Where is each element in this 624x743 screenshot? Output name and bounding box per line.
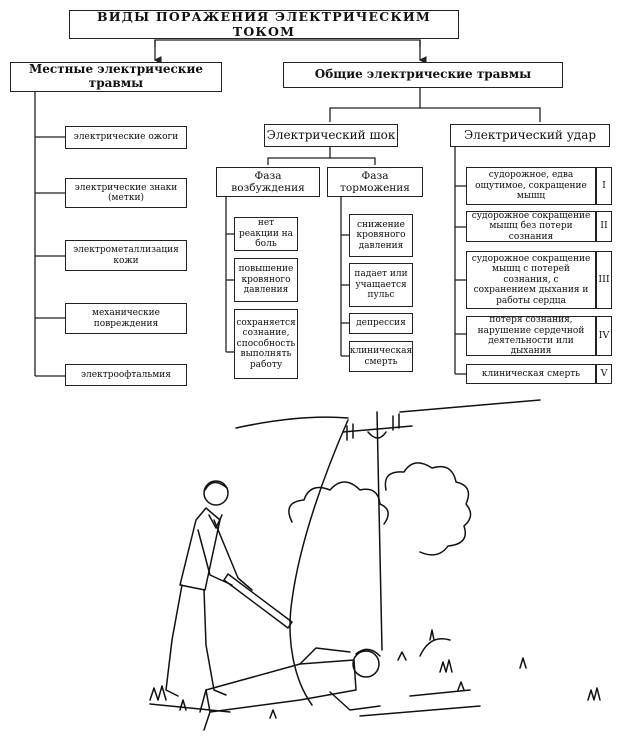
strike-degree-2: II <box>596 211 612 242</box>
excitation-item-pressure-increase: повышение кровяного давления <box>234 258 298 302</box>
victim-head <box>352 650 380 678</box>
inhibition-item-pulse: падает или учащается пульс <box>349 263 413 307</box>
strike-degree-4: IV <box>596 316 612 356</box>
local-item-mechanical: механические повреждения <box>65 303 187 334</box>
local-item-electric-marks: электрические знаки (метки) <box>65 178 187 208</box>
general-injuries-header: Общие электрические травмы <box>283 62 563 88</box>
cloud-left <box>288 481 389 525</box>
electric-strike-header: Электрический удар <box>450 124 610 147</box>
strike-item-3: судорожное сокращение мышц с потерей соз… <box>466 251 596 309</box>
victim-body <box>205 659 357 713</box>
local-item-metallization: электрометаллизация кожи <box>65 240 187 271</box>
inhibition-item-pressure-decrease: снижение кровяного давления <box>349 214 413 257</box>
inhibition-item-depression: депрессия <box>349 313 413 334</box>
local-item-burns: электрические ожоги <box>65 126 187 149</box>
local-item-ophthalmia: электроофтальмия <box>65 364 187 386</box>
strike-degree-5: V <box>596 364 612 384</box>
broken-wire <box>289 419 349 706</box>
cloud-right <box>384 462 472 556</box>
inhibition-phase-header: Фаза торможения <box>327 167 423 197</box>
local-injuries-header: Местные электрические травмы <box>10 62 222 92</box>
power-pole <box>376 411 383 651</box>
strike-degree-3: III <box>596 251 612 309</box>
strike-item-5: клиническая смерть <box>466 364 596 384</box>
electric-shock-header: Электрический шок <box>264 124 398 147</box>
power-line <box>235 416 349 429</box>
excitation-item-no-pain-reaction: нет реакции на боль <box>234 217 298 251</box>
diagram-title: ВИДЫ ПОРАЖЕНИЯ ЭЛЕКТРИЧЕСКИМ ТОКОМ <box>69 9 459 39</box>
rescuer-body <box>179 507 221 591</box>
grass <box>149 629 601 719</box>
connector-lines <box>34 39 541 377</box>
strike-degree-1: I <box>596 167 612 205</box>
strike-item-4: потеря сознания, нарушение сердечной дея… <box>466 315 596 356</box>
excitation-phase-header: Фаза возбуждения <box>216 167 320 197</box>
excitation-item-consciousness: сохраняется сознание, способность выполн… <box>234 309 298 379</box>
rescuer-head <box>203 480 229 506</box>
strike-item-1: судорожное, едва ощутимое, сокращение мы… <box>466 167 596 205</box>
strike-item-2: судорожное сокращение мышц без потери со… <box>466 211 596 242</box>
inhibition-item-clinical-death: клиническая смерть <box>349 341 413 372</box>
wooden-stick <box>223 573 293 629</box>
